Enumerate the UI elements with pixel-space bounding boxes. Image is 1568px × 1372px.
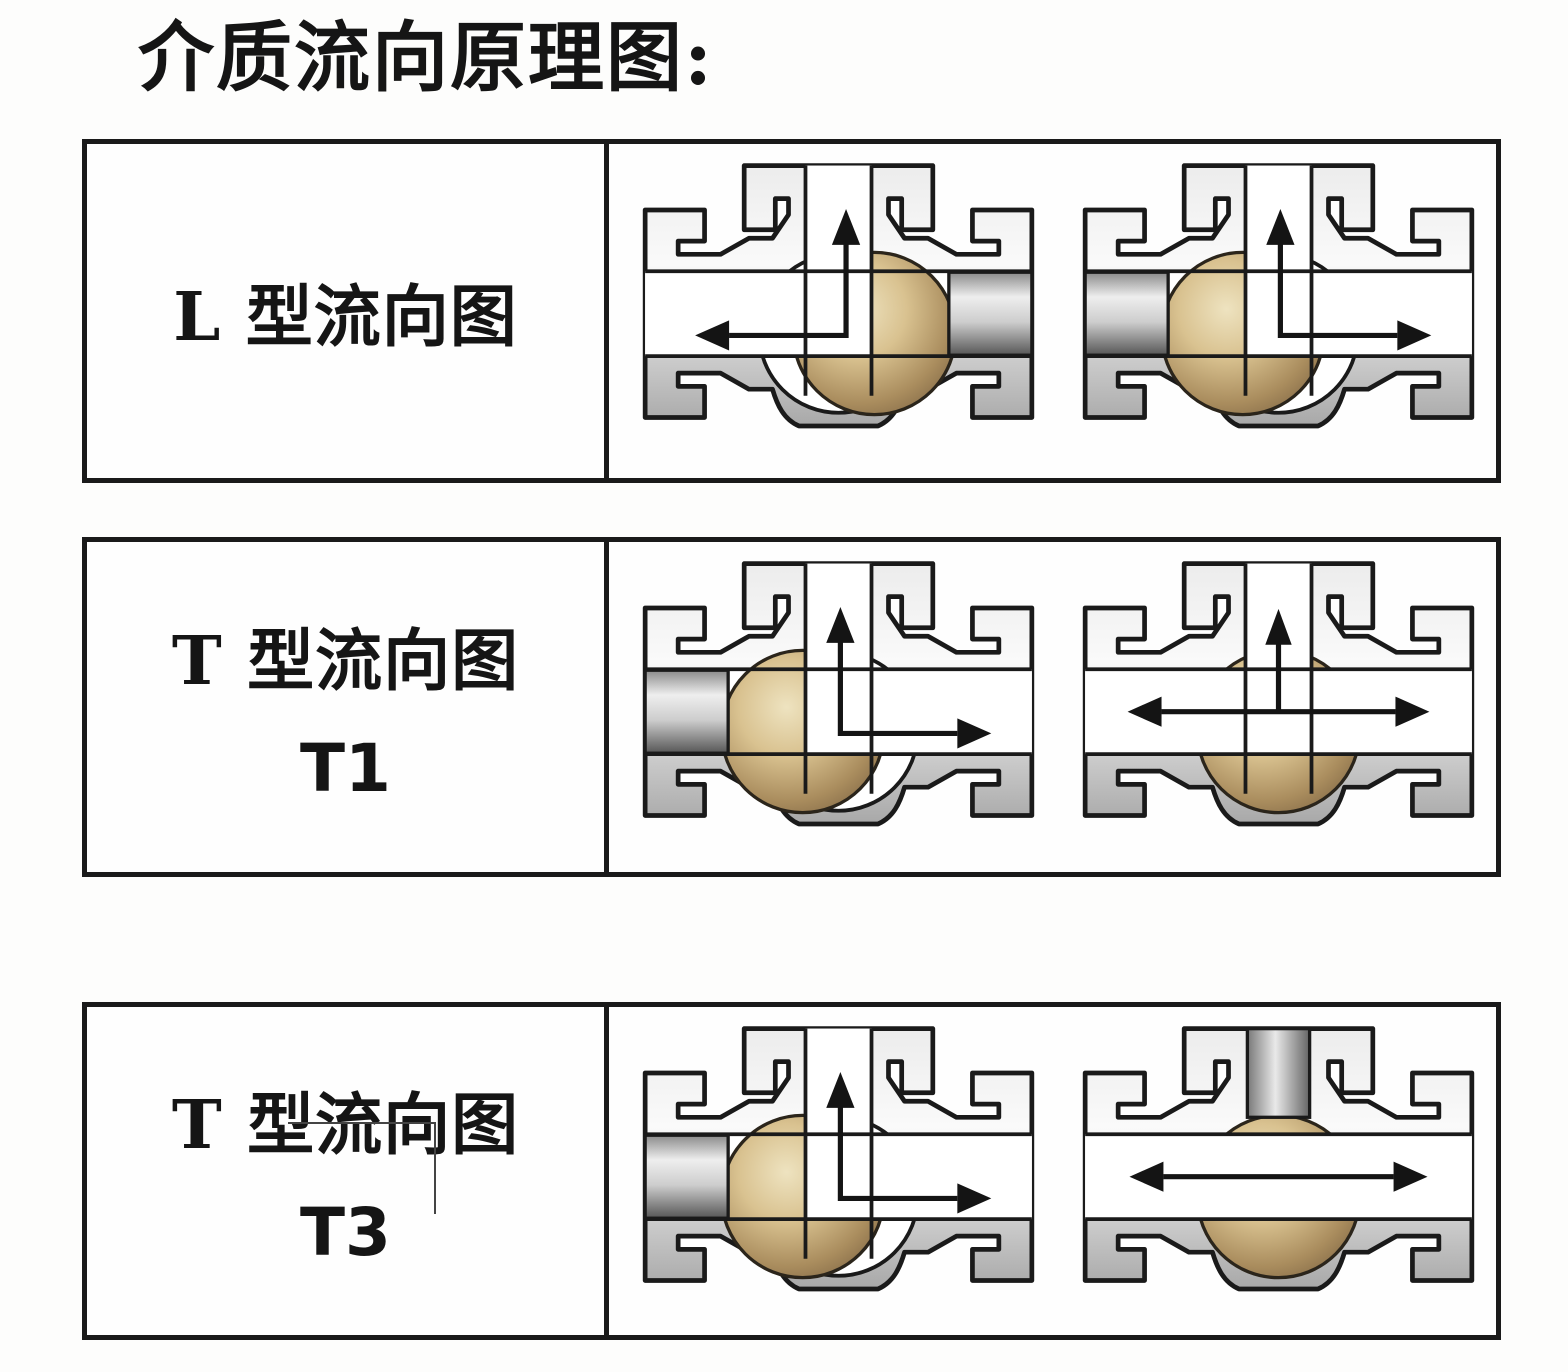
valve-diagram-cell — [609, 542, 1496, 872]
valve-cross-section — [631, 1021, 1046, 1323]
valve-cross-section — [631, 158, 1046, 460]
valve-cross-section — [1071, 556, 1486, 858]
row-label: T 型流向图 — [171, 1085, 520, 1164]
row-sublabel: T3 — [300, 1194, 391, 1271]
row-label-cell: T 型流向图 T3 — [87, 1007, 609, 1335]
valve-cross-section — [1071, 158, 1486, 460]
row-sublabel: T1 — [300, 730, 391, 807]
row-label-cell: T 型流向图 T1 — [87, 542, 609, 872]
valve-cross-section — [1071, 1021, 1486, 1323]
row-label-cell: L 型流向图 — [87, 144, 609, 478]
table-row-t1-type: T 型流向图 T1 — [82, 537, 1501, 877]
valve-symbol-use — [645, 166, 1032, 426]
valve-symbol-use — [645, 1029, 1032, 1289]
valve-diagram-cell — [609, 1007, 1496, 1335]
valve-symbol-use — [1085, 564, 1472, 824]
row-label: L 型流向图 — [173, 276, 518, 356]
stray-line-artifact — [434, 1122, 436, 1214]
valve-symbol-use — [1085, 166, 1472, 426]
valve-symbol-use — [1085, 1029, 1472, 1289]
valve-cross-section — [631, 556, 1046, 858]
valve-symbol-use — [645, 564, 1032, 824]
row-label: T 型流向图 — [171, 621, 520, 700]
valve-diagram-cell — [609, 144, 1496, 478]
table-row-t3-type: T 型流向图 T3 — [82, 1002, 1501, 1340]
stray-line-artifact — [288, 1122, 436, 1124]
page-title: 介质流向原理图: — [138, 13, 715, 102]
table-row-l-type: L 型流向图 — [82, 139, 1501, 483]
